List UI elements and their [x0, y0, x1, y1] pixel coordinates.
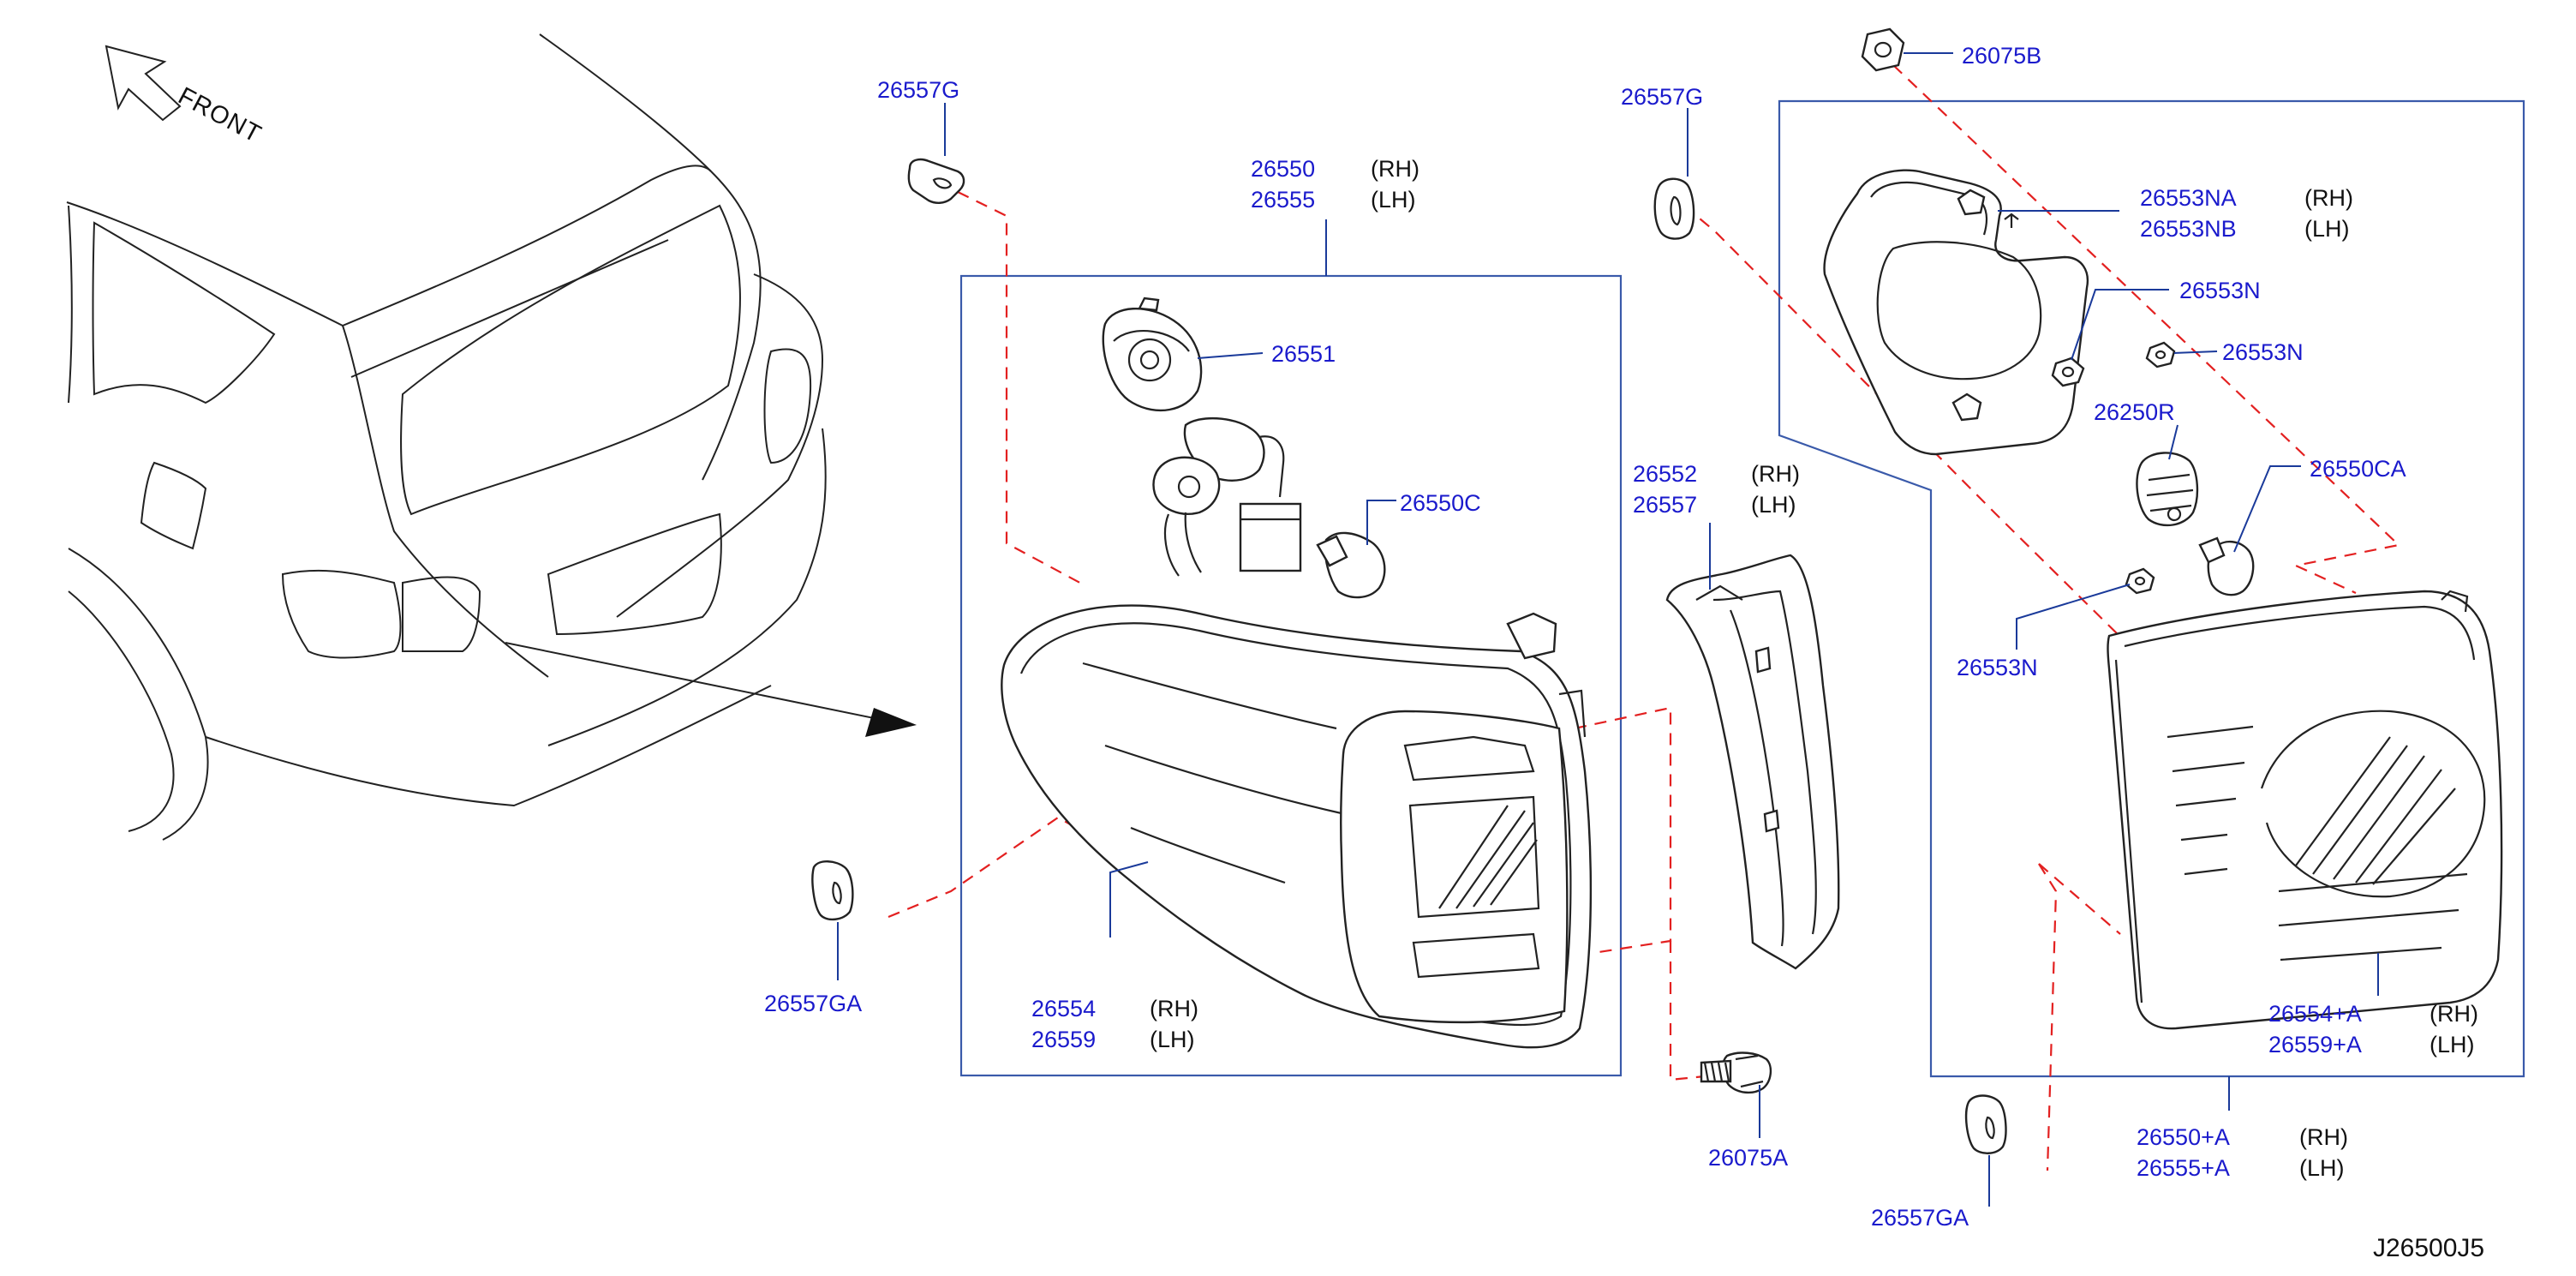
vehicle-rear-outline	[66, 33, 827, 841]
screw-26075a	[1700, 1051, 1772, 1094]
label-26554a-rh: 26554+A	[2268, 1001, 2362, 1027]
callout-box-inner-lamp	[1778, 99, 2525, 1078]
label-26555-lh-side: (LH)	[1371, 187, 1416, 213]
bulb-26550c	[1316, 531, 1386, 599]
grommet-26557g-mid	[1653, 177, 1695, 240]
label-26557g-mid: 26557G	[1621, 84, 1703, 110]
front-direction-arrow: FRONT	[105, 45, 266, 148]
label-26553n-b: 26553N	[2222, 339, 2304, 365]
label-26550c: 26550C	[1400, 490, 1481, 516]
label-26554-rh: 26554	[1031, 996, 1096, 1021]
nut-26553n-b	[2145, 341, 2176, 368]
grommet-26557ga-right	[1964, 1094, 2007, 1154]
label-26553nb-lh-side: (LH)	[2304, 216, 2350, 242]
label-26555-lh: 26555	[1251, 187, 1315, 213]
label-26552-rh: 26552	[1633, 461, 1697, 487]
label-26550a-rh-side: (RH)	[2299, 1124, 2348, 1150]
nut-26075b	[1861, 27, 1905, 72]
label-26554-rh-side: (RH)	[1150, 996, 1198, 1021]
label-26559-lh-side: (LH)	[1150, 1027, 1195, 1052]
grommet-26557g-left	[907, 158, 965, 204]
label-26555a-lh-side: (LH)	[2299, 1155, 2345, 1181]
label-26554a-rh-side: (RH)	[2430, 1001, 2478, 1027]
bulb-socket-26551	[1102, 297, 1203, 412]
leader-lines	[837, 52, 2379, 1207]
label-26550-rh: 26550	[1251, 156, 1315, 182]
bracket-26553na	[1823, 169, 2089, 456]
nut-26553n-c	[2125, 567, 2155, 595]
label-26550a-rh: 26550+A	[2137, 1124, 2230, 1150]
location-arrow	[505, 642, 917, 737]
outer-combination-lamp-26554	[1001, 604, 1593, 1049]
label-26553n-c: 26553N	[1957, 655, 2038, 680]
callout-box-outer-lamp	[959, 274, 1623, 1077]
gasket-26552	[1665, 554, 1840, 970]
label-26551: 26551	[1271, 341, 1336, 367]
label-26075a: 26075A	[1708, 1145, 1788, 1171]
label-26557-lh-side: (LH)	[1751, 492, 1796, 518]
label-26552-rh-side: (RH)	[1751, 461, 1800, 487]
label-26559a-lh: 26559+A	[2268, 1032, 2362, 1057]
label-26550ca: 26550CA	[2310, 456, 2406, 482]
label-26075b: 26075B	[1962, 43, 2041, 69]
label-26557ga-left: 26557GA	[764, 991, 862, 1016]
label-26553na-rh-side: (RH)	[2304, 185, 2353, 211]
label-26557ga-right: 26557GA	[1871, 1205, 1969, 1231]
inner-combination-lamp-26554a	[2107, 590, 2503, 1030]
label-26559a-lh-side: (LH)	[2430, 1032, 2475, 1057]
label-26557g-left: 26557G	[877, 77, 959, 103]
label-26250r: 26250R	[2094, 399, 2175, 425]
harness-with-sockets	[1152, 416, 1302, 577]
label-26559-lh: 26559	[1031, 1027, 1096, 1052]
label-26553n-a: 26553N	[2179, 278, 2261, 303]
socket-26250r	[2136, 452, 2199, 527]
label-26550-rh-side: (RH)	[1371, 156, 1419, 182]
label-26557-lh: 26557	[1633, 492, 1697, 518]
drawing-code: J26500J5	[2373, 1234, 2484, 1262]
label-26553nb-lh: 26553NB	[2140, 216, 2237, 242]
front-label: FRONT	[174, 82, 266, 148]
grommet-26557ga-left	[811, 860, 854, 921]
bulb-26550ca	[2198, 536, 2255, 596]
label-26555a-lh: 26555+A	[2137, 1155, 2230, 1181]
label-26553na-rh: 26553NA	[2140, 185, 2237, 211]
